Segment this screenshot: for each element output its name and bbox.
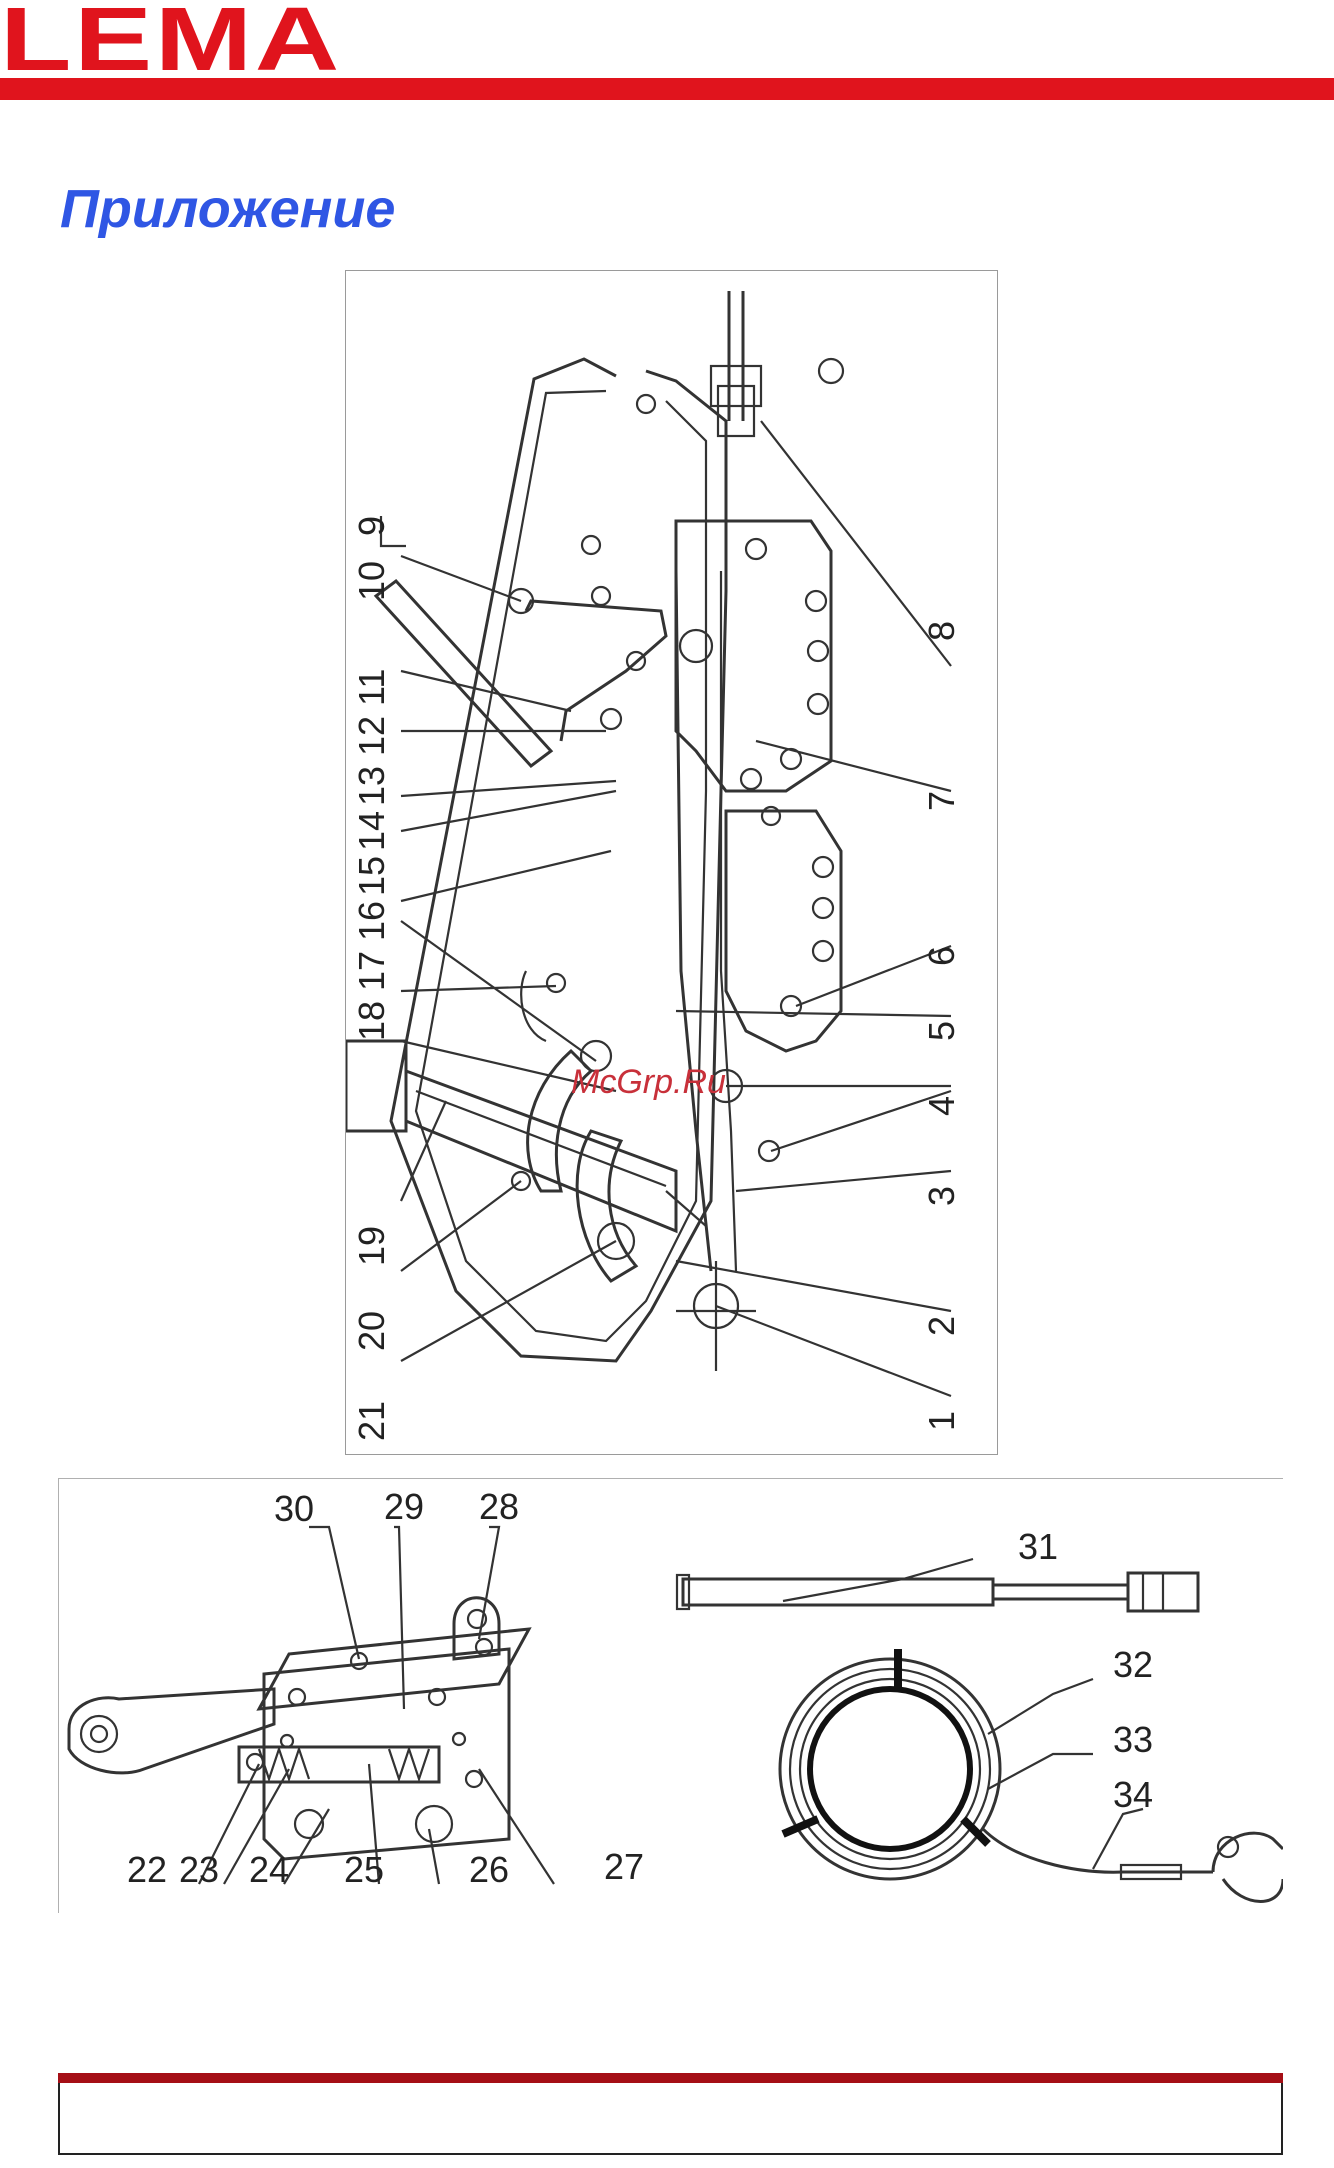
label-17: 17 [351,951,392,991]
label-26: 26 [469,1849,509,1890]
main-winch-diagram: 9 10 11 12 13 14 15 16 17 18 19 20 21 8 … [345,270,998,1455]
label-32: 32 [1113,1644,1153,1685]
label-22: 22 [127,1849,167,1890]
label-13: 13 [351,766,392,806]
label-15: 15 [351,856,392,896]
main-diagram-svg: 9 10 11 12 13 14 15 16 17 18 19 20 21 8 … [346,271,999,1456]
label-6: 6 [921,946,962,966]
label-28: 28 [479,1486,519,1527]
label-21: 21 [351,1401,392,1441]
label-24: 24 [249,1849,289,1890]
label-10: 10 [351,561,392,601]
label-31: 31 [1018,1526,1058,1567]
label-23: 23 [179,1849,219,1890]
label-1: 1 [921,1411,962,1431]
detail-right-svg: 31 32 33 34 [653,1479,1283,1913]
label-20: 20 [351,1311,392,1351]
footer-box [58,2083,1283,2155]
label-27: 27 [604,1846,644,1887]
label-29: 29 [384,1486,424,1527]
label-4: 4 [921,1096,962,1116]
page-title: Приложение [60,178,395,240]
label-8: 8 [921,621,962,641]
detail-diagram-left: 30 29 28 22 23 24 25 26 27 [58,1478,654,1913]
label-30: 30 [274,1488,314,1529]
watermark: McGrp.Ru [571,1063,726,1101]
label-9: 9 [351,516,392,536]
label-25: 25 [344,1849,384,1890]
label-14: 14 [351,811,392,851]
label-7: 7 [921,791,962,811]
label-18: 18 [351,1001,392,1041]
label-33: 33 [1113,1719,1153,1760]
label-11: 11 [351,669,392,706]
label-19: 19 [351,1226,392,1266]
label-34: 34 [1113,1774,1153,1815]
footer-bar [58,2073,1283,2083]
label-3: 3 [921,1186,962,1206]
detail-left-svg: 30 29 28 22 23 24 25 26 27 [59,1479,654,1913]
label-12: 12 [351,716,392,756]
label-2: 2 [921,1316,962,1336]
header-red-bar [0,78,1334,100]
lema-logo: LEMA [0,4,494,76]
label-16: 16 [351,901,392,941]
label-5: 5 [921,1021,962,1041]
detail-diagram-right: 31 32 33 34 [653,1478,1283,1913]
